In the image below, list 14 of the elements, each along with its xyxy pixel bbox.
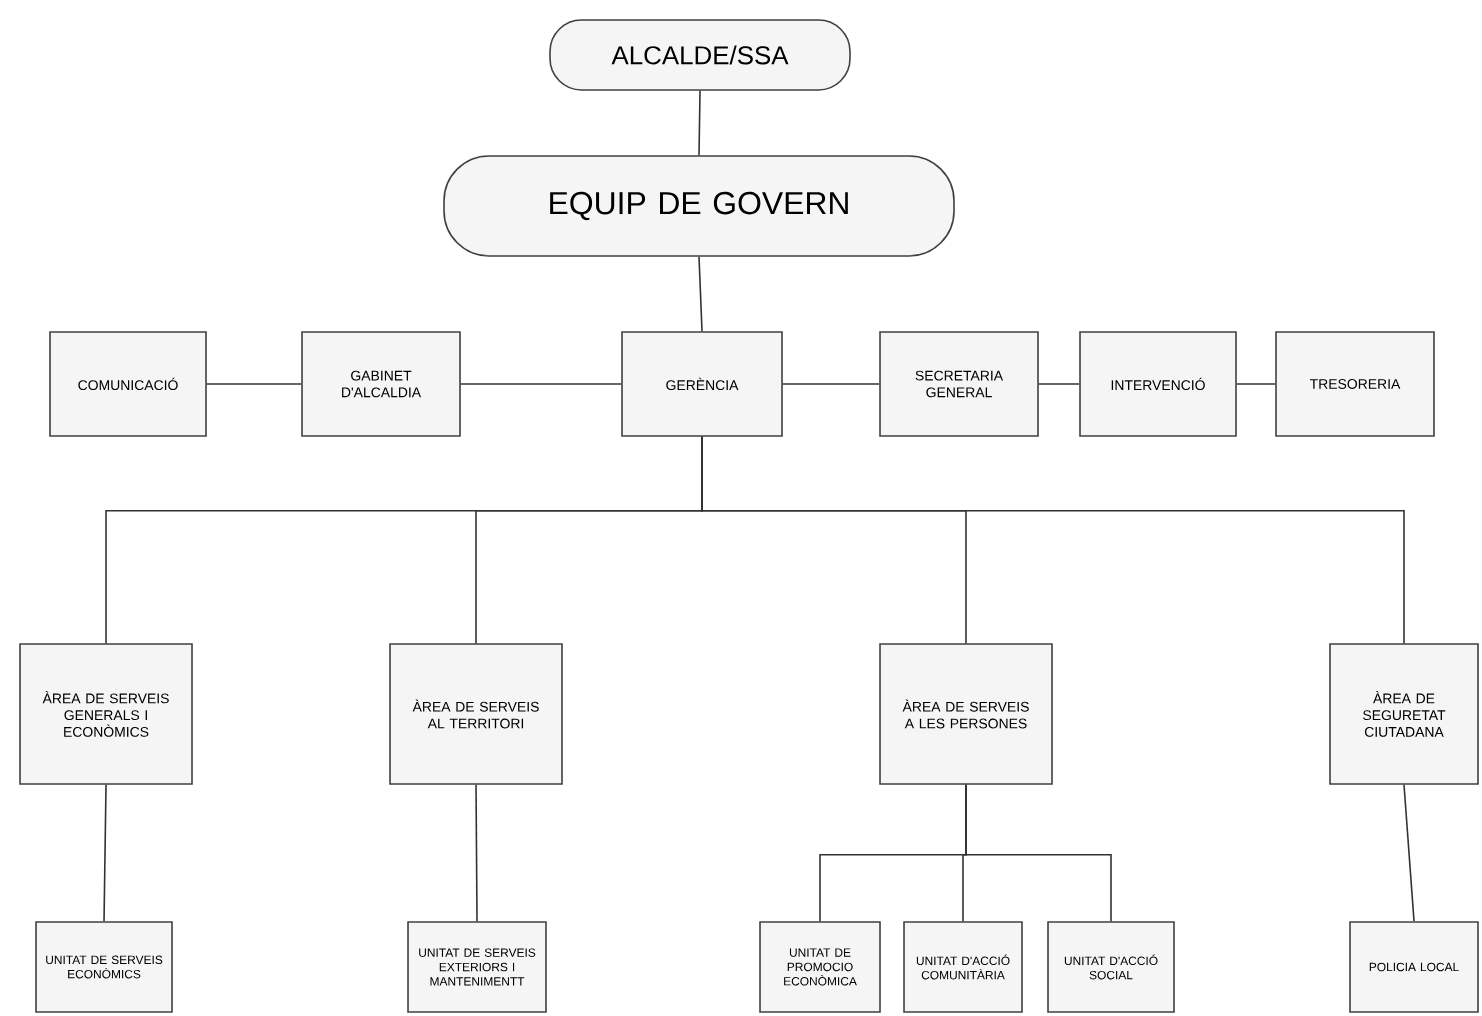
connector-line [698, 255, 703, 332]
connector-line [965, 783, 1112, 922]
connector-line [1038, 383, 1080, 385]
connector-line [1403, 783, 1415, 922]
connector-line [206, 383, 303, 385]
rounded-box: ALCALDE/SSA [549, 19, 851, 91]
connector-line [698, 90, 701, 156]
connector-line [701, 435, 1405, 644]
rounded-box: EQUIP DE GOVERN [443, 155, 955, 257]
connector-line [103, 783, 107, 922]
connector-line [1236, 383, 1276, 385]
connector-line [475, 783, 478, 922]
connector-line [782, 383, 880, 385]
connector-line [460, 383, 622, 385]
